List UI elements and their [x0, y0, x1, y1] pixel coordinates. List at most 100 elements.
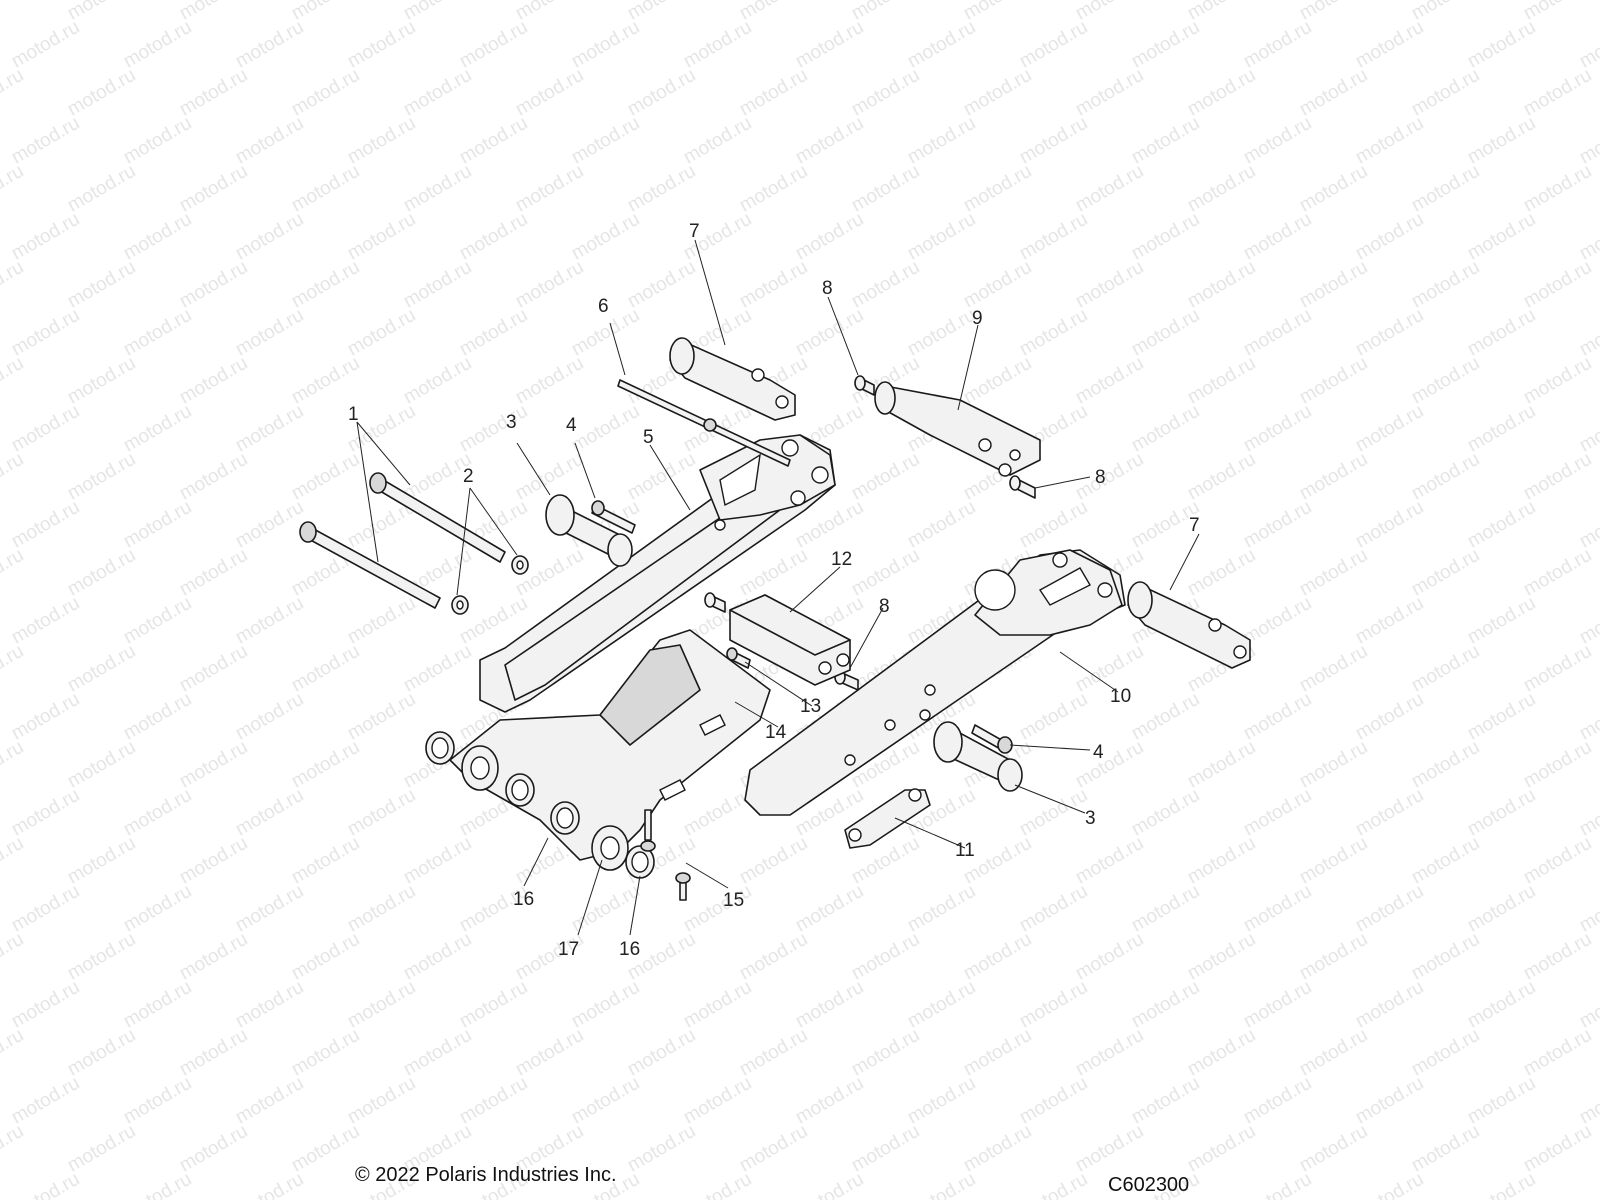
watermark-text: motod.ru — [1128, 305, 1203, 361]
watermark-text: motod.ru — [288, 833, 363, 889]
watermark-text: motod.ru — [400, 1025, 475, 1081]
watermark-text: motod.ru — [1408, 1025, 1483, 1081]
watermark-text: motod.ru — [1184, 257, 1259, 313]
watermark-text: motod.ru — [512, 161, 587, 217]
watermark-text: motod.ru — [288, 641, 363, 697]
watermark-text: motod.ru — [400, 929, 475, 985]
watermark-text: motod.ru — [64, 545, 139, 601]
watermark-text: motod.ru — [120, 881, 195, 937]
watermark-text: motod.ru — [400, 0, 475, 24]
watermark-text: motod.ru — [1520, 161, 1595, 217]
watermark-text: motod.ru — [792, 305, 867, 361]
watermark-text: motod.ru — [176, 353, 251, 409]
watermark-text: motod.ru — [1184, 0, 1259, 24]
watermark-text: motod.ru — [1576, 593, 1600, 649]
watermark-text: motod.ru — [1072, 353, 1147, 409]
watermark-text: motod.ru — [1576, 113, 1600, 169]
watermark-text: motod.ru — [120, 593, 195, 649]
watermark-text: motod.ru — [1296, 449, 1371, 505]
watermark-text: motod.ru — [1352, 305, 1427, 361]
watermark-text: motod.ru — [960, 257, 1035, 313]
watermark-text: motod.ru — [400, 641, 475, 697]
watermark-text: motod.ru — [1072, 833, 1147, 889]
watermark-text: motod.ru — [512, 257, 587, 313]
link-plate — [844, 788, 931, 849]
watermark-text: motod.ru — [344, 785, 419, 841]
watermark-text: motod.ru — [8, 401, 83, 457]
watermark-text: motod.ru — [8, 977, 83, 1033]
watermark-text: motod.ru — [848, 545, 923, 601]
watermark-text: motod.ru — [1352, 977, 1427, 1033]
watermark-text: motod.ru — [1240, 497, 1315, 553]
watermark-text: motod.ru — [1464, 497, 1539, 553]
watermark-text: motod.ru — [960, 1025, 1035, 1081]
watermark-text: motod.ru — [680, 977, 755, 1033]
watermark-text: motod.ru — [0, 1121, 27, 1177]
watermark-text: motod.ru — [1240, 305, 1315, 361]
callout-8-right: 8 — [1095, 467, 1106, 488]
watermark-text: motod.ru — [568, 977, 643, 1033]
watermark-text: motod.ru — [512, 449, 587, 505]
watermark-text: motod.ru — [64, 833, 139, 889]
watermark-text: motod.ru — [792, 1073, 867, 1129]
rod — [617, 379, 791, 467]
watermark-text: motod.ru — [64, 257, 139, 313]
watermark-text: motod.ru — [1128, 209, 1203, 265]
leader-lines — [356, 239, 1200, 936]
watermark-text: motod.ru — [1184, 65, 1259, 121]
callout-8-middle: 8 — [879, 596, 890, 617]
callout-12: 12 — [831, 549, 852, 570]
watermark-text: motod.ru — [1072, 1121, 1147, 1177]
watermark-text: motod.ru — [288, 0, 363, 24]
watermark-text: motod.ru — [960, 353, 1035, 409]
callout-11: 11 — [955, 840, 975, 861]
callout-6: 6 — [598, 296, 609, 317]
watermark-text: motod.ru — [64, 929, 139, 985]
watermark-text: motod.ru — [64, 161, 139, 217]
watermark-text: motod.ru — [232, 1073, 307, 1129]
watermark-text: motod.ru — [568, 401, 643, 457]
watermark-text: motod.ru — [568, 209, 643, 265]
watermark-text: motod.ru — [736, 545, 811, 601]
roller-left — [545, 494, 636, 567]
watermark-text: motod.ru — [1240, 1073, 1315, 1129]
watermark-text: motod.ru — [904, 113, 979, 169]
watermark-text: motod.ru — [624, 257, 699, 313]
watermark-text: motod.ru — [848, 929, 923, 985]
watermark-text: motod.ru — [736, 1121, 811, 1177]
watermark-text: motod.ru — [1408, 641, 1483, 697]
watermark-text: motod.ru — [456, 497, 531, 553]
watermark-text: motod.ru — [400, 65, 475, 121]
watermark-text: motod.ru — [1016, 1073, 1091, 1129]
watermark-text: motod.ru — [680, 17, 755, 73]
watermark-text: motod.ru — [288, 257, 363, 313]
watermark-text: motod.ru — [736, 833, 811, 889]
callout-2: 2 — [463, 466, 474, 487]
watermark-text: motod.ru — [456, 113, 531, 169]
watermark-text: motod.ru — [232, 17, 307, 73]
callout-17: 17 — [558, 939, 579, 960]
watermark-text: motod.ru — [176, 545, 251, 601]
roller-right — [933, 721, 1023, 792]
watermark-text: motod.ru — [1464, 1073, 1539, 1129]
watermark-text: motod.ru — [8, 593, 83, 649]
watermark-text: motod.ru — [344, 593, 419, 649]
watermark-text: motod.ru — [120, 17, 195, 73]
watermark-text: motod.ru — [736, 1025, 811, 1081]
watermark-text: motod.ru — [1464, 785, 1539, 841]
watermark-text: motod.ru — [1296, 737, 1371, 793]
watermark-text: motod.ru — [288, 353, 363, 409]
watermark-text: motod.ru — [1184, 161, 1259, 217]
watermark-text: motod.ru — [400, 161, 475, 217]
watermark-text: motod.ru — [64, 1121, 139, 1177]
watermark-text: motod.ru — [120, 977, 195, 1033]
watermark-text: motod.ru — [512, 353, 587, 409]
watermark-text: motod.ru — [8, 1169, 83, 1200]
watermark-text: motod.ru — [1016, 497, 1091, 553]
watermark-text: motod.ru — [1072, 65, 1147, 121]
watermark-text: motod.ru — [1352, 785, 1427, 841]
watermark-text: motod.ru — [1240, 593, 1315, 649]
watermark-text: motod.ru — [904, 1169, 979, 1200]
callout-4: 4 — [566, 415, 577, 436]
